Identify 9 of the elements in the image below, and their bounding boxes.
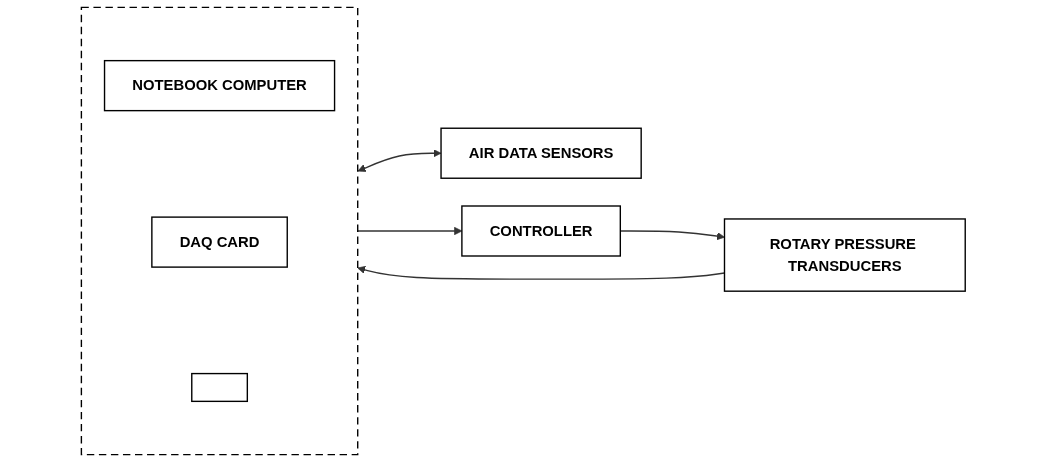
node-box: DAQ CARD	[151, 216, 289, 268]
node-box: CONTROLLER	[461, 205, 622, 257]
node-box: ROTARY PRESSURE TRANSDUCERS	[724, 218, 967, 292]
node-box	[191, 372, 249, 403]
node-box: AIR DATA SENSORS	[440, 127, 643, 179]
cluster	[80, 6, 359, 456]
arrow	[357, 226, 463, 236]
arrow	[357, 149, 442, 172]
node-box: NOTEBOOK COMPUTER	[104, 59, 336, 112]
